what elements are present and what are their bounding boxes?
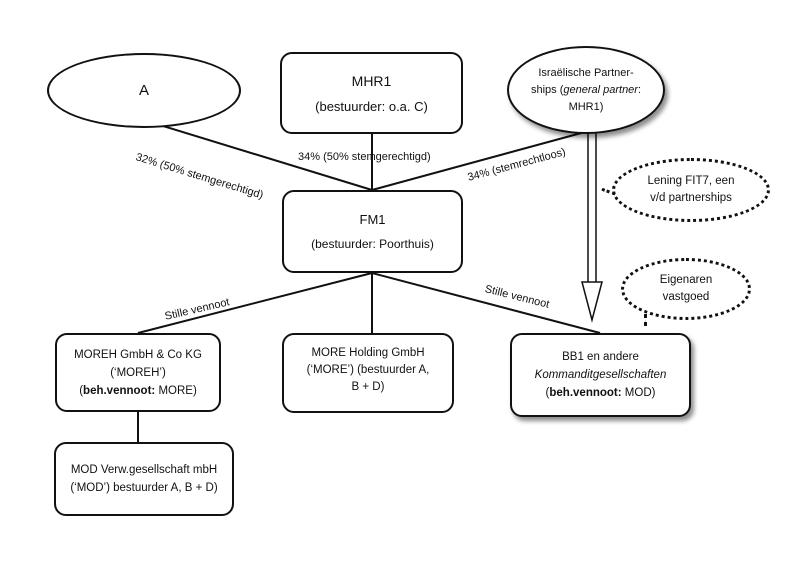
edge-israeli-fm1 xyxy=(371,131,586,191)
node-fm1: FM1 (bestuurder: Poorthuis) xyxy=(282,190,463,273)
node-mod-line2: (‘MOD’) bestuurder A, B + D) xyxy=(70,482,218,494)
node-bb1-line1: BB1 en andere xyxy=(562,351,639,363)
callout-eigenaren-line1: Eigenaren xyxy=(659,274,713,286)
node-fm1-title: FM1 xyxy=(359,212,386,227)
callout-eigenaren-tail xyxy=(644,314,657,326)
node-moreh-line1: MOREH GmbH & Co KG xyxy=(74,348,202,361)
callout-lening-line1: Lening FIT7, een xyxy=(647,175,735,187)
edge-label-mhr1-fm1: 34% (50% stemgerechtigd) xyxy=(298,151,431,163)
node-more-line2: (‘MORE’) (bestuurder A, xyxy=(306,364,430,376)
callout-lening: Lening FIT7, een v/d partnerships xyxy=(612,158,770,222)
node-bb1: BB1 en andere Kommanditgesellschaften (b… xyxy=(510,333,691,417)
node-more-line1: MORE Holding GmbH xyxy=(311,347,425,359)
node-mod-line1: MOD Verw.gesellschaft mbH xyxy=(70,464,218,476)
node-israeli-line3: MHR1) xyxy=(568,100,604,113)
callout-eigenaren: Eigenaren vastgoed xyxy=(621,258,751,320)
node-moreh: MOREH GmbH & Co KG (‘MOREH’) (beh.vennoo… xyxy=(55,333,221,412)
node-moreh-line2: (‘MOREH’) xyxy=(110,366,166,379)
node-israeli-line2: ships (general partner: xyxy=(530,83,642,96)
node-more-line3: B + D) xyxy=(351,381,385,393)
node-a-label: A xyxy=(138,82,149,99)
node-moreh-line3: (beh.vennoot: MORE) xyxy=(79,384,197,397)
edge-fm1-bb1 xyxy=(371,272,601,334)
node-mhr1: MHR1 (bestuurder: o.a. C) xyxy=(280,52,463,134)
node-bb1-line3: (beh.vennoot: MOD) xyxy=(545,387,656,399)
node-israeli-partnerships: Israëlische Partner- ships (general part… xyxy=(507,46,665,134)
node-fm1-subtitle: (bestuurder: Poorthuis) xyxy=(311,237,434,251)
edge-a-fm1 xyxy=(149,121,373,191)
node-mhr1-title: MHR1 xyxy=(351,72,392,89)
node-mod: MOD Verw.gesellschaft mbH (‘MOD’) bestuu… xyxy=(54,442,234,516)
node-bb1-line2: Kommanditgesellschaften xyxy=(534,369,667,381)
node-a: A xyxy=(47,53,241,128)
node-more-holding: MORE Holding GmbH (‘MORE’) (bestuurder A… xyxy=(282,333,454,413)
loan-arrow xyxy=(581,132,603,323)
node-mhr1-subtitle: (bestuurder: o.a. C) xyxy=(315,98,428,114)
callout-eigenaren-line2: vastgoed xyxy=(662,291,710,303)
node-israeli-line1: Israëlische Partner- xyxy=(538,66,634,79)
callout-lening-line2: v/d partnerships xyxy=(650,192,732,204)
edge-fm1-moreh xyxy=(137,272,373,334)
